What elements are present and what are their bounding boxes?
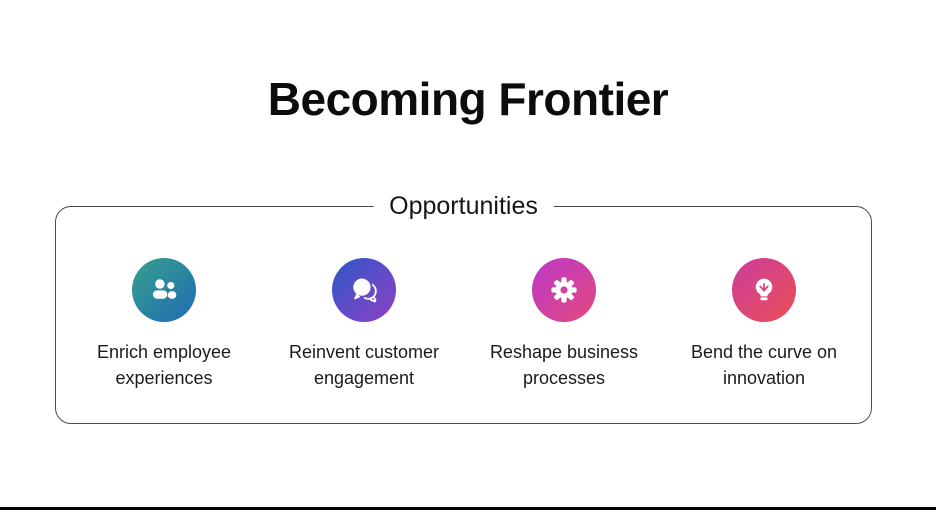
bottom-bar: [0, 507, 936, 510]
processes-badge: [532, 258, 596, 322]
chat-bubbles-icon: [353, 278, 377, 303]
opportunity-item-employee: Enrich employee experiences: [64, 258, 264, 391]
opportunities-panel: Opportunities Enrich employee experience…: [55, 191, 872, 424]
opportunity-item-innovation: Bend the curve on innovation: [664, 258, 864, 391]
slide-title: Becoming Frontier: [267, 73, 669, 125]
innovation-badge: [732, 258, 796, 322]
item-label: Reshape business processes: [489, 342, 639, 388]
gear-icon: [551, 277, 577, 303]
people-icon: [152, 279, 177, 299]
opportunities-label: Opportunities: [373, 191, 554, 222]
employee-badge: [132, 258, 196, 322]
opportunity-item-processes: Reshape business processes: [464, 258, 664, 391]
lightbulb-icon: [755, 278, 773, 301]
item-label: Reinvent customer engagement: [288, 342, 440, 388]
opportunity-item-customer: Reinvent customer engagement: [264, 258, 464, 391]
customer-badge: [332, 258, 396, 322]
item-label: Enrich employee experiences: [96, 342, 232, 388]
item-label: Bend the curve on innovation: [690, 342, 838, 388]
opportunities-items: Enrich employee experiences: [64, 258, 864, 391]
